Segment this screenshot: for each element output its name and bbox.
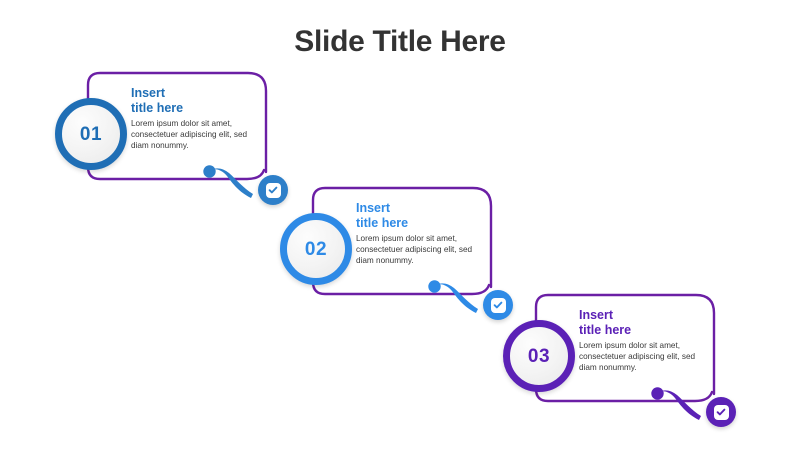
step-body-03: Lorem ipsum dolor sit amet, consectetuer… — [579, 341, 696, 372]
connector-pin-02 — [428, 280, 478, 313]
step-text-01: Insert title here Lorem ipsum dolor sit … — [131, 86, 249, 151]
step-check-badge-02[interactable] — [483, 290, 513, 320]
step-frame-01 — [55, 68, 280, 193]
step-number-circle-03: 03 — [503, 320, 575, 392]
step-number-circle-02: 02 — [280, 213, 352, 285]
step-number-01: 01 — [79, 123, 103, 145]
step-body-01: Lorem ipsum dolor sit amet, consectetuer… — [131, 119, 248, 150]
step-title-02: Insert title here — [356, 201, 409, 230]
check-icon — [490, 297, 506, 313]
step-title-01: Insert title here — [131, 86, 184, 115]
step-body-02: Lorem ipsum dolor sit amet, consectetuer… — [356, 234, 473, 265]
connector-pin-03 — [651, 387, 701, 420]
step-check-badge-01[interactable] — [258, 175, 288, 205]
page-title: Slide Title Here — [294, 25, 506, 58]
step-check-badge-03[interactable] — [706, 397, 736, 427]
step-frame-03 — [503, 290, 728, 415]
connector-pin-01 — [203, 165, 253, 198]
step-number-02: 02 — [304, 238, 328, 260]
step-frame-02 — [280, 183, 505, 308]
step-number-circle-01: 01 — [55, 98, 127, 170]
step-number-03: 03 — [527, 345, 551, 367]
check-icon — [265, 182, 281, 198]
step-title-03: Insert title here — [579, 308, 632, 337]
step-text-02: Insert title here Lorem ipsum dolor sit … — [356, 201, 474, 266]
step-text-03: Insert title here Lorem ipsum dolor sit … — [579, 308, 697, 373]
check-icon — [713, 404, 729, 420]
